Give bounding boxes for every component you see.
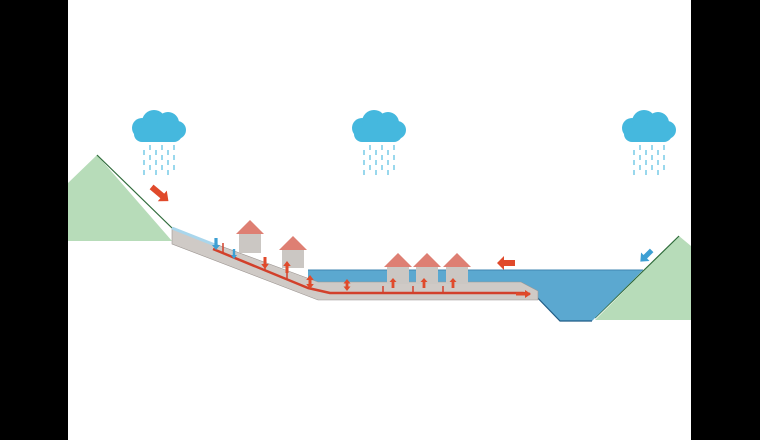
arrow-up-red: [389, 278, 397, 288]
rain-cloud-icon: [132, 110, 186, 142]
rain-drops: [363, 145, 395, 175]
hill-right: [595, 236, 691, 320]
arrow-down-blue: [231, 249, 237, 259]
arrow-icon: [283, 261, 291, 273]
arrow-icon: [261, 257, 269, 269]
ground-slab: [171, 227, 539, 301]
arrow-icon: [420, 278, 428, 288]
house-4: [413, 253, 441, 284]
arrow-up-red: [420, 278, 428, 288]
house-1: [236, 220, 264, 253]
urban-drainage-diagram: [68, 110, 691, 322]
arrow-infiltration-right: [640, 248, 654, 262]
arrow-outflow-pipe: [516, 290, 531, 298]
arrow-updown-red: [261, 257, 269, 269]
rain-cloud-middle: [352, 110, 406, 175]
arrow-icon: [640, 248, 654, 262]
arrow-updown-red: [306, 275, 314, 289]
house-5: [443, 253, 471, 284]
arrow-icon: [306, 275, 314, 289]
arrow-inflow-left: [149, 184, 169, 202]
diagram-canvas: [68, 0, 691, 440]
rain-cloud-icon: [352, 110, 406, 142]
arrow-icon: [389, 278, 397, 288]
arrow-down-blue: [212, 238, 220, 250]
house-3: [384, 253, 412, 284]
arrow-icon: [149, 184, 169, 202]
arrow-icon: [497, 256, 515, 270]
hill-left-edge: [96, 154, 173, 229]
arrow-up-red: [449, 278, 457, 288]
arrow-updown-red: [343, 279, 351, 291]
rain-cloud-icon: [622, 110, 676, 142]
arrow-updown-red: [283, 261, 291, 273]
rain-cloud-left: [132, 110, 186, 175]
surface-runoff-film: [171, 226, 216, 247]
hill-right-edge: [594, 235, 680, 319]
hill-left: [68, 155, 172, 241]
rain-cloud-right: [622, 110, 676, 175]
arrow-inflow-lake: [497, 256, 515, 270]
house-icon: [443, 253, 471, 284]
lake-bed-outline: [529, 289, 592, 322]
rain-drops: [633, 145, 665, 175]
house-icon: [413, 253, 441, 284]
house-icon: [279, 236, 307, 268]
house-icon: [236, 220, 264, 253]
rain-drops: [143, 145, 175, 175]
arrow-icon: [516, 290, 531, 298]
arrow-icon: [343, 279, 351, 291]
arrow-icon: [212, 238, 220, 250]
house-icon: [384, 253, 412, 284]
house-2: [279, 236, 307, 268]
arrow-icon: [449, 278, 457, 288]
arrow-icon: [231, 249, 237, 259]
